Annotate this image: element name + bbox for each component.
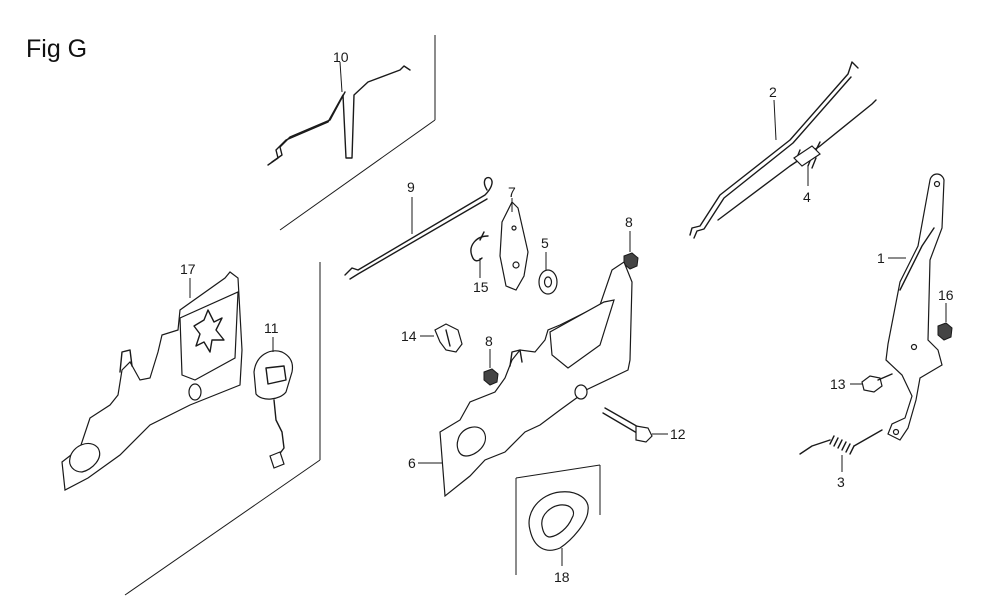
part-16-clip	[470, 231, 489, 278]
part-14-clip	[420, 323, 463, 353]
callout-2: 2	[769, 84, 777, 100]
callout-17: 17	[180, 261, 196, 277]
callout-14: 14	[401, 328, 417, 344]
part-13-bolt	[602, 407, 668, 443]
part-6-bracket	[418, 261, 633, 498]
part-17-plate	[61, 271, 243, 491]
part-15-nut	[937, 303, 953, 341]
callout-12: 13	[830, 376, 846, 392]
part-2-rod	[689, 61, 859, 239]
part-18-gasket	[528, 491, 589, 566]
callout-8-top: 8	[625, 214, 633, 230]
part-12-screw	[850, 373, 893, 393]
part-8-nut-mid	[483, 349, 499, 386]
part-3-spring	[799, 429, 883, 472]
callout-5: 5	[541, 235, 549, 251]
part-4-spring-rod	[717, 99, 877, 221]
section-dividers	[124, 35, 601, 596]
callout-labels: 10 9 15 7 5 8 8 14 6 12 18 17 11 2 4 1 1…	[180, 49, 954, 585]
callout-10: 10	[333, 49, 349, 65]
part-10-governor-rod	[267, 61, 411, 166]
callout-6: 6	[408, 455, 416, 471]
part-5-washer	[538, 252, 558, 295]
figure-title: Fig G	[26, 35, 87, 63]
callout-7: 7	[508, 184, 516, 200]
part-9-rod	[344, 176, 493, 280]
callout-4: 4	[803, 189, 811, 205]
part-8-nut-top	[623, 231, 639, 270]
callout-1: 1	[877, 250, 885, 266]
callout-3: 3	[837, 474, 845, 490]
part-11-switch	[253, 337, 294, 469]
callout-8-mid: 8	[485, 333, 493, 349]
callout-11: 11	[264, 320, 279, 336]
part-1-lever-arm	[885, 173, 945, 441]
callout-15: 16	[938, 287, 954, 303]
callout-16: 15	[473, 279, 489, 295]
part-7-lever	[499, 198, 529, 291]
callout-9: 9	[407, 179, 415, 195]
callout-18: 18	[554, 569, 570, 585]
callout-13: 12	[670, 426, 686, 442]
